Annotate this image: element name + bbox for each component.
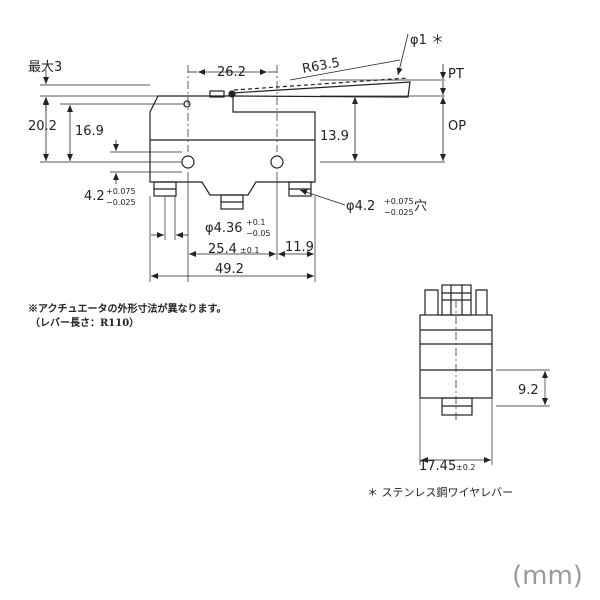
side-view-dimension-lines bbox=[43, 33, 446, 279]
dim-phi1: φ1 ＊ bbox=[410, 33, 444, 48]
dim-25-4: 25.4 ±0.1 bbox=[208, 242, 259, 257]
dim-hole-right: φ4.2 +0.075 −0.025 穴 bbox=[346, 197, 427, 217]
front-view-dimensions bbox=[419, 300, 550, 465]
lever-bracket bbox=[209, 90, 225, 98]
dim-hole-left: 4.2 +0.075 −0.025 bbox=[84, 187, 136, 207]
dim-17-45: 17.45 ±0.2 bbox=[419, 459, 475, 474]
svg-text:±0.2: ±0.2 bbox=[456, 463, 475, 472]
svg-text:+0.1: +0.1 bbox=[246, 218, 265, 227]
side-view bbox=[149, 77, 411, 210]
footnote-wire-lever: ＊ ステンレス鋼ワイヤレバー bbox=[367, 485, 513, 499]
svg-text:+0.075: +0.075 bbox=[384, 197, 414, 206]
switch-body-outline bbox=[149, 95, 316, 196]
mount-hole-left bbox=[181, 155, 195, 169]
dim-20-2: 20.2 bbox=[28, 119, 57, 134]
svg-text:17.45: 17.45 bbox=[419, 459, 456, 474]
dim-49-2: 49.2 bbox=[215, 262, 244, 277]
svg-text:φ4.36: φ4.36 bbox=[205, 221, 243, 236]
dim-phi4-36: φ4.36 +0.1 −0.05 bbox=[205, 218, 271, 238]
side-view-extension-lines bbox=[40, 65, 445, 282]
svg-text:±0.1: ±0.1 bbox=[240, 246, 259, 255]
max-3-label: 最大3 bbox=[28, 60, 62, 75]
dim-r63-5: R63.5 bbox=[301, 56, 341, 77]
dim-13-9: 13.9 bbox=[320, 129, 349, 144]
dim-16-9: 16.9 bbox=[75, 124, 104, 139]
lever-free-position bbox=[233, 77, 409, 91]
svg-text:穴: 穴 bbox=[414, 199, 427, 214]
dim-op: OP bbox=[448, 119, 466, 134]
svg-text:25.4: 25.4 bbox=[208, 242, 237, 257]
dim-pt: PT bbox=[448, 67, 464, 82]
unit-label: (mm) bbox=[512, 561, 583, 591]
svg-text:−0.025: −0.025 bbox=[106, 198, 136, 207]
dim-26-2: 26.2 bbox=[217, 65, 246, 80]
note-line-2: （レバー長さ：R110） bbox=[30, 316, 139, 329]
svg-text:−0.05: −0.05 bbox=[246, 229, 271, 238]
note-line-1: ※アクチュエータの外形寸法が異なります。 bbox=[28, 302, 227, 315]
svg-text:+0.075: +0.075 bbox=[106, 187, 136, 196]
lever-pivot bbox=[183, 100, 191, 108]
svg-text:φ4.2: φ4.2 bbox=[346, 199, 375, 214]
dim-11-9: 11.9 bbox=[285, 240, 314, 255]
svg-text:4.2: 4.2 bbox=[84, 189, 105, 204]
dim-9-2: 9.2 bbox=[518, 383, 539, 398]
wire-lever bbox=[231, 81, 411, 98]
mount-hole-right bbox=[270, 155, 284, 169]
svg-text:−0.025: −0.025 bbox=[384, 208, 414, 217]
